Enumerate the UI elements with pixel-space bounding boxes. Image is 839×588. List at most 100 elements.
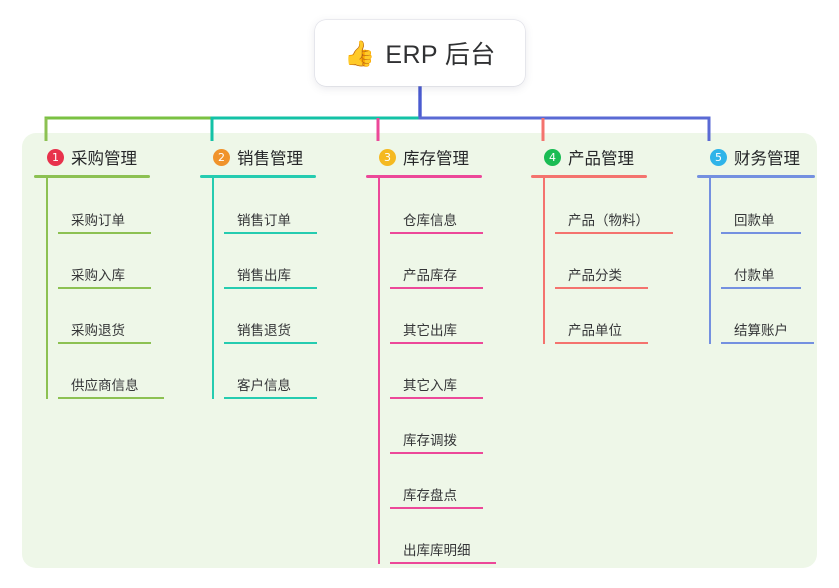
column-5: 5 财务管理回款单付款单结算账户: [697, 145, 837, 344]
column-spine: [212, 178, 214, 399]
leaf-item-underline: [721, 287, 801, 289]
columns-background-panel: [22, 133, 817, 568]
leaf-item[interactable]: 库存盘点: [379, 454, 516, 509]
leaf-item[interactable]: 销售退货: [213, 289, 350, 344]
leaf-item-underline: [390, 562, 496, 564]
leaf-item[interactable]: 供应商信息: [47, 344, 184, 399]
column-items: 采购订单采购入库采购退货供应商信息: [34, 178, 184, 399]
leaf-item-underline: [390, 287, 483, 289]
leaf-item-underline: [390, 452, 483, 454]
column-header-underline: [531, 175, 647, 178]
leaf-item[interactable]: 销售出库: [213, 234, 350, 289]
leaf-item[interactable]: 客户信息: [213, 344, 350, 399]
leaf-item-underline: [390, 507, 483, 509]
leaf-item-label: 产品单位: [568, 323, 622, 339]
column-spine: [46, 178, 48, 399]
column-header-4[interactable]: 4 产品管理: [531, 145, 681, 169]
leaf-item[interactable]: 产品（物料）: [544, 178, 681, 234]
leaf-item[interactable]: 销售订单: [213, 178, 350, 234]
column-title: 财务管理: [734, 150, 800, 168]
column-header-5[interactable]: 5 财务管理: [697, 145, 837, 169]
leaf-item-label: 产品分类: [568, 268, 622, 284]
leaf-item-underline: [224, 342, 317, 344]
column-items: 回款单付款单结算账户: [697, 178, 837, 344]
leaf-item[interactable]: 库存调拨: [379, 399, 516, 454]
leaf-item[interactable]: 其它入库: [379, 344, 516, 399]
leaf-item-underline: [390, 232, 483, 234]
leaf-item-label: 回款单: [734, 213, 775, 229]
column-spine: [543, 178, 545, 344]
leaf-item-label: 采购订单: [71, 213, 125, 229]
leaf-item-underline: [58, 397, 164, 399]
column-title: 库存管理: [403, 150, 469, 168]
leaf-item-underline: [555, 342, 648, 344]
leaf-item-underline: [555, 287, 648, 289]
leaf-item[interactable]: 回款单: [710, 178, 837, 234]
leaf-item-label: 采购入库: [71, 268, 125, 284]
leaf-item[interactable]: 采购订单: [47, 178, 184, 234]
leaf-item[interactable]: 采购退货: [47, 289, 184, 344]
root-node-title: ERP 后台: [385, 41, 496, 69]
leaf-item[interactable]: 结算账户: [710, 289, 837, 344]
column-header-underline: [697, 175, 815, 178]
leaf-item[interactable]: 付款单: [710, 234, 837, 289]
column-badge-icon: 3: [379, 148, 396, 166]
leaf-item-underline: [58, 342, 151, 344]
leaf-item-underline: [721, 232, 801, 234]
leaf-item-underline: [555, 232, 673, 234]
leaf-item-label: 销售退货: [237, 323, 291, 339]
column-header-underline: [34, 175, 150, 178]
column-4: 4 产品管理产品（物料） 产品分类产品单位: [531, 145, 681, 344]
leaf-item[interactable]: 产品单位: [544, 289, 681, 344]
leaf-item-label: 采购退货: [71, 323, 125, 339]
leaf-item-underline: [224, 232, 317, 234]
leaf-item-label: 销售订单: [237, 213, 291, 229]
leaf-item[interactable]: 仓库信息: [379, 178, 516, 234]
column-title: 采购管理: [71, 150, 137, 168]
column-badge-icon: 2: [213, 148, 230, 166]
leaf-item-label: 结算账户: [734, 323, 788, 339]
leaf-item-label: 库存盘点: [403, 488, 457, 504]
leaf-item-underline: [58, 287, 151, 289]
leaf-item-label: 仓库信息: [403, 213, 457, 229]
leaf-item-underline: [224, 287, 317, 289]
column-header-1[interactable]: 1 采购管理: [34, 145, 184, 169]
leaf-item[interactable]: 其它出库: [379, 289, 516, 344]
column-badge-icon: 4: [544, 148, 561, 166]
thumbs-up-icon: 👍: [344, 39, 376, 68]
column-2: 2 销售管理销售订单销售出库销售退货客户信息: [200, 145, 350, 399]
leaf-item-label: 客户信息: [237, 378, 291, 394]
column-header-3[interactable]: 3 库存管理: [366, 145, 516, 169]
leaf-item[interactable]: 出库库明细: [379, 509, 516, 564]
leaf-item[interactable]: 采购入库: [47, 234, 184, 289]
column-badge-icon: 5: [710, 148, 727, 166]
column-header-underline: [200, 175, 316, 178]
column-items: 产品（物料） 产品分类产品单位: [531, 178, 681, 344]
leaf-item-label: 出库库明细: [403, 543, 471, 559]
leaf-item-underline: [721, 342, 814, 344]
column-1: 1 采购管理采购订单采购入库采购退货供应商信息: [34, 145, 184, 399]
column-items: 销售订单销售出库销售退货客户信息: [200, 178, 350, 399]
leaf-item-label: 销售出库: [237, 268, 291, 284]
leaf-item-label: 供应商信息: [71, 378, 139, 394]
column-title: 销售管理: [237, 150, 303, 168]
column-badge-icon: 1: [47, 148, 64, 166]
leaf-item-underline: [224, 397, 317, 399]
column-spine: [709, 178, 711, 344]
column-spine: [378, 178, 380, 564]
root-node[interactable]: 👍 ERP 后台: [315, 20, 525, 86]
leaf-item-label: 其它入库: [403, 378, 457, 394]
column-items: 仓库信息产品库存其它出库其它入库库存调拨库存盘点出库库明细: [366, 178, 516, 564]
column-title: 产品管理: [568, 150, 634, 168]
leaf-item-label: 产品（物料）: [568, 213, 649, 229]
column-3: 3 库存管理仓库信息产品库存其它出库其它入库库存调拨库存盘点出库库明细: [366, 145, 516, 564]
column-header-underline: [366, 175, 482, 178]
column-header-2[interactable]: 2 销售管理: [200, 145, 350, 169]
leaf-item-label: 付款单: [734, 268, 775, 284]
leaf-item[interactable]: 产品分类: [544, 234, 681, 289]
leaf-item-underline: [58, 232, 151, 234]
leaf-item-underline: [390, 342, 483, 344]
leaf-item-label: 其它出库: [403, 323, 457, 339]
leaf-item[interactable]: 产品库存: [379, 234, 516, 289]
